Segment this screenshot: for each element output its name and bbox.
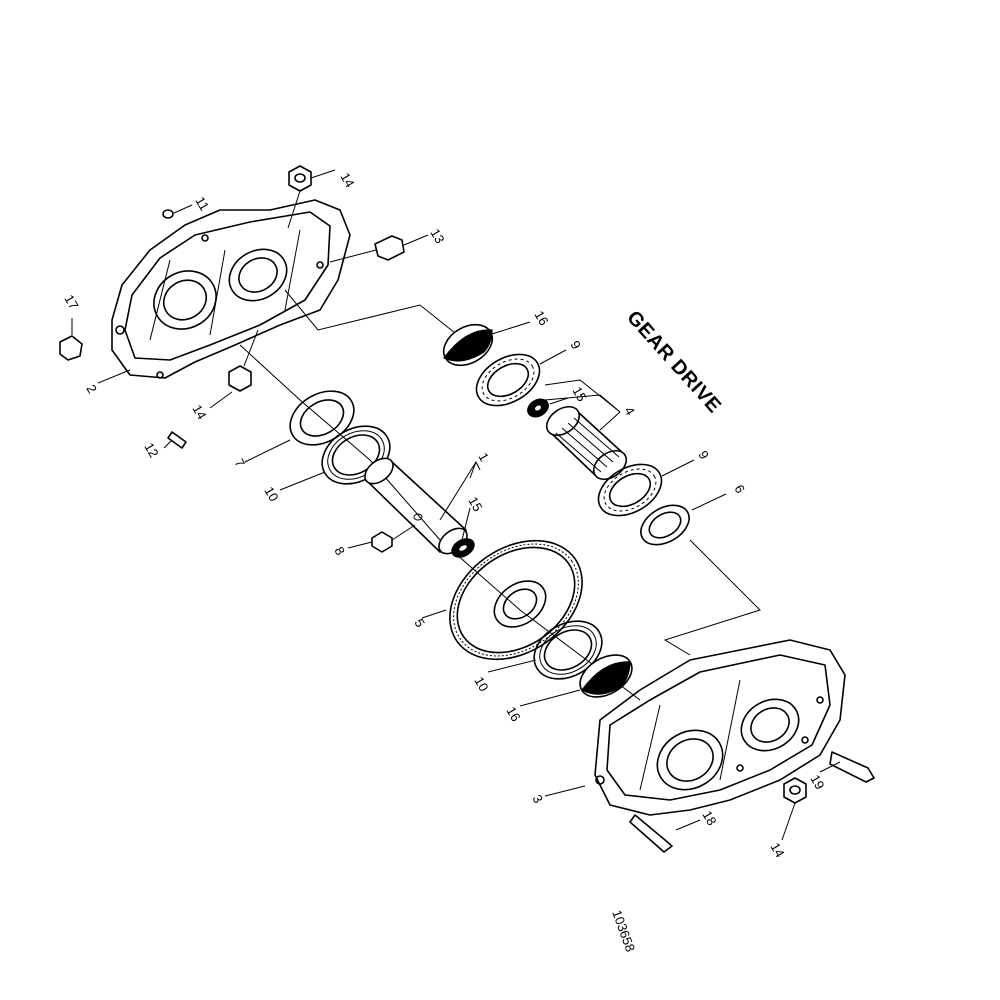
callout-6: 6	[731, 482, 748, 496]
callout-12: 12	[141, 440, 161, 460]
key-8	[371, 524, 416, 553]
nut-14-mid	[228, 329, 259, 392]
shim-16-top	[442, 323, 494, 367]
drain-plug-13	[329, 235, 405, 263]
nut-14-bottom	[783, 777, 807, 804]
callout-13: 13	[427, 226, 447, 246]
shaft-1	[364, 457, 468, 555]
bearing-9-top	[475, 353, 541, 407]
callout-15-right: 15	[569, 384, 589, 404]
plug-17	[59, 335, 83, 361]
callout-19: 19	[807, 772, 827, 792]
callout-15-left: 15	[465, 494, 485, 514]
callout-10-top: 10	[261, 484, 281, 504]
housing-right	[594, 639, 846, 816]
axis-lines	[239, 289, 761, 701]
callout-16-bottom: 16	[503, 704, 523, 724]
callout-9-bottom: 9	[695, 448, 712, 462]
callout-11: 11	[192, 194, 212, 213]
nut-14-top	[287, 165, 312, 229]
shim-16-bottom	[579, 654, 633, 698]
callout-10-bottom: 10	[471, 674, 491, 694]
callout-9-top: 9	[567, 338, 584, 352]
seal-7	[289, 390, 355, 446]
callout-5: 5	[411, 616, 428, 630]
bearing-9-bottom	[597, 463, 663, 517]
callout-18: 18	[699, 808, 719, 828]
dowel-12	[167, 431, 187, 449]
callout-14-mid: 14	[189, 402, 209, 422]
callout-4: 4	[621, 404, 638, 418]
pin-11	[162, 209, 174, 219]
callout-14-bottom: 14	[767, 840, 787, 860]
callout-1: 1	[475, 450, 492, 464]
spacer-15-right	[527, 398, 549, 418]
callout-8: 8	[331, 544, 348, 558]
callout-16-top: 16	[531, 308, 551, 328]
bolt-19	[829, 751, 875, 783]
housing-left	[111, 199, 351, 379]
diagram-title: GEAR DRIVE	[622, 307, 725, 418]
callout-17: 17	[61, 292, 81, 312]
spacer-15-left	[451, 538, 475, 558]
callout-14-top: 14	[337, 170, 357, 190]
callout-7: 7	[231, 456, 248, 470]
bearing-10-top	[321, 425, 391, 485]
callout-3: 3	[529, 792, 546, 806]
figure-number: 103658	[609, 908, 638, 954]
callout-2: 2	[83, 382, 100, 396]
bolt-18	[629, 814, 673, 853]
bearing-10-bottom	[533, 620, 603, 680]
seal-6	[640, 504, 690, 546]
